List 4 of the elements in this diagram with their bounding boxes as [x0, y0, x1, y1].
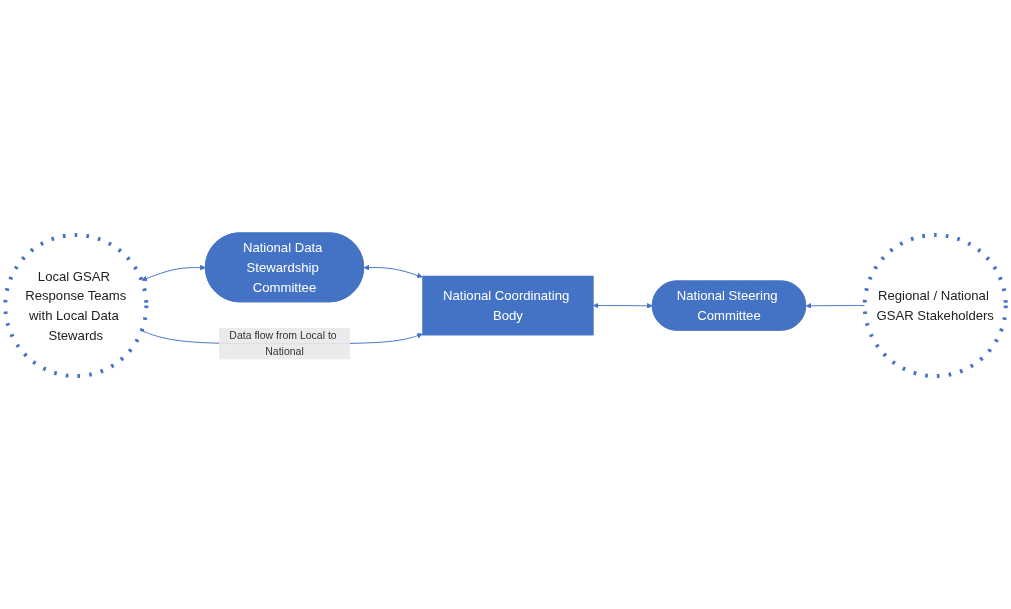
- node-circle: Local GSAR Response Teams with Local Data Stewards: [3, 233, 149, 379]
- edge-label: Data flow from Local to National: [229, 330, 337, 357]
- node-box: National Coordinating Body: [422, 275, 594, 336]
- node-circle: Regional / National GSAR Stakeholders: [862, 233, 1008, 379]
